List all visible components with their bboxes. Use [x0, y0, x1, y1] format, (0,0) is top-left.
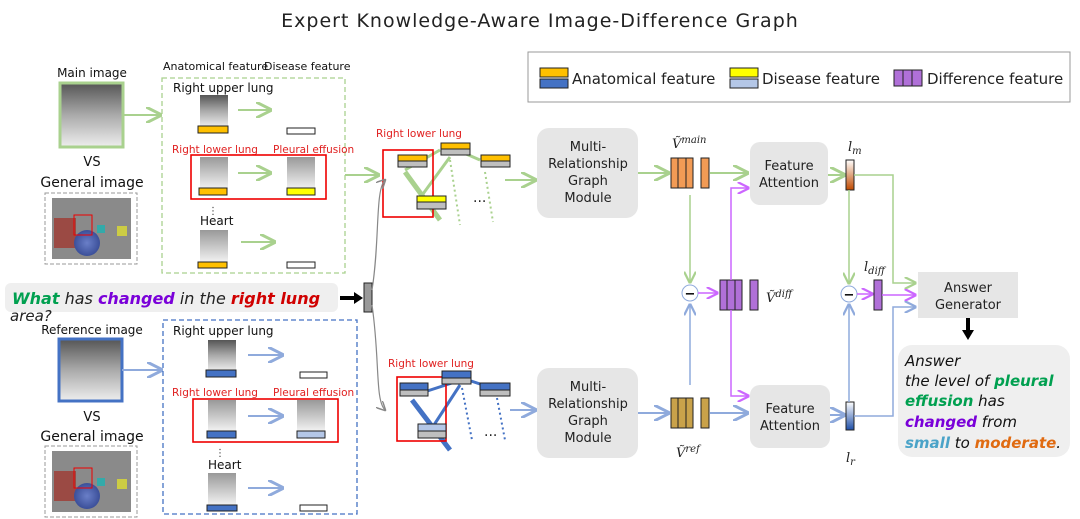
region-right-lower-lung: Right lower lung [172, 144, 258, 156]
legend-swatch-difference [893, 69, 923, 87]
multi-relationship-graph-module-ref: Multi- Relationship Graph Module [537, 368, 638, 458]
svg-text:Graph: Graph [568, 414, 608, 429]
svg-text:VS: VS [83, 410, 100, 425]
svg-text:changed from: changed from [905, 413, 1017, 431]
svg-text:Multi-: Multi- [570, 140, 607, 155]
anatomical-feature-bar [197, 125, 229, 134]
svg-text:⋮: ⋮ [208, 206, 218, 217]
l-r-vector [845, 401, 855, 431]
svg-text:...: ... [484, 424, 497, 440]
svg-text:Multi-: Multi- [570, 380, 607, 395]
svg-text:the level of pleural: the level of pleural [905, 372, 1054, 390]
l-m-vector [845, 159, 855, 191]
disease-pleural-effusion: Pleural effusion [273, 144, 354, 156]
question: What has changed in the right lung area? [5, 283, 338, 325]
svg-text:−: − [685, 287, 696, 302]
diagram-title: Expert Knowledge-Aware Image-Difference … [281, 10, 799, 32]
legend-label-disease: Disease feature [762, 70, 880, 88]
svg-text:small to moderate.: small to moderate. [905, 434, 1061, 452]
svg-text:Feature: Feature [764, 159, 813, 174]
v-main-feature: Ṽmain [670, 135, 710, 189]
main-image-label: Main image [57, 66, 127, 80]
svg-text:effusion has: effusion has [905, 392, 1005, 410]
answer-generator: Answer Generator [918, 272, 1018, 318]
svg-text:What has changed in the right: What has changed in the right lung [12, 289, 320, 308]
v-ref-feature: Ṽref [670, 397, 710, 461]
svg-text:Right upper lung: Right upper lung [173, 324, 274, 338]
legend: Anatomical feature Disease feature Diffe… [527, 51, 1071, 103]
svg-text:General image: General image [40, 429, 143, 445]
legend-label-difference: Difference feature [927, 70, 1063, 88]
l-diff-vector [873, 279, 883, 311]
svg-text:Answer: Answer [904, 352, 961, 370]
general-image [44, 192, 138, 265]
svg-text:Relationship: Relationship [548, 157, 628, 172]
svg-text:lm: lm [848, 140, 862, 157]
multi-relationship-graph-module-main: Multi- Relationship Graph Module [537, 128, 638, 218]
svg-text:Module: Module [564, 431, 611, 446]
svg-text:Attention: Attention [759, 176, 819, 191]
main-region-box [161, 77, 346, 274]
general-image-label: General image [40, 175, 143, 191]
svg-text:Graph: Graph [568, 174, 608, 189]
main-graph: Right lower lung ... [376, 128, 511, 226]
reference-image-label: Reference image [41, 323, 143, 337]
svg-text:⋮: ⋮ [215, 448, 225, 459]
svg-text:Attention: Attention [760, 419, 820, 434]
svg-text:Answer: Answer [944, 281, 993, 296]
vs-label: VS [83, 155, 100, 170]
empty-disease-bar [286, 127, 316, 135]
svg-text:Right lower lung: Right lower lung [172, 387, 258, 399]
reference-branch: Reference image VS General image Right u… [40, 319, 856, 518]
svg-text:Ṽref: Ṽref [676, 444, 702, 461]
svg-text:Module: Module [564, 191, 611, 206]
ref-graph: ... Right lower lung [388, 358, 511, 452]
header-anatomical: Anatomical feature [163, 60, 268, 73]
graph-ellipsis: ... [473, 190, 486, 206]
svg-text:Generator: Generator [935, 298, 1002, 313]
reference-xray-image [57, 337, 124, 403]
legend-swatch-disease [729, 67, 759, 78]
main-branch: Main image VS General image Anatomical f… [40, 60, 862, 274]
graph-label: Right lower lung [376, 128, 462, 140]
feature-attention-ref: Feature Attention [750, 385, 830, 448]
svg-text:lr: lr [846, 451, 856, 468]
header-disease: Disease feature [264, 60, 351, 73]
svg-text:−: − [844, 288, 855, 303]
svg-text:Ṽmain: Ṽmain [672, 135, 706, 152]
disease-feature-bar [286, 187, 316, 196]
main-xray-image [58, 81, 125, 149]
ref-graph-label: Right lower lung [388, 358, 474, 370]
region-heart: Heart [200, 214, 234, 228]
svg-text:Pleural effusion: Pleural effusion [273, 387, 354, 399]
svg-text:ldiff: ldiff [864, 260, 887, 277]
general-image-ref [44, 445, 138, 518]
highlight-box [190, 154, 327, 200]
legend-swatch-anatomical [539, 67, 569, 78]
svg-text:Feature: Feature [765, 402, 814, 417]
difference-section: − Ṽdiff − ldiff [681, 188, 887, 402]
svg-text:Relationship: Relationship [548, 397, 628, 412]
answer-bubble: Answer the level of pleural effusion has… [898, 345, 1070, 457]
legend-label-anatomical: Anatomical feature [572, 70, 715, 88]
feature-attention-main: Feature Attention [750, 142, 828, 205]
question-embedding [363, 282, 373, 313]
svg-text:area?: area? [10, 307, 52, 325]
svg-text:Heart: Heart [208, 458, 242, 472]
region-right-upper-lung: Right upper lung [173, 81, 274, 95]
svg-text:Ṽdiff: Ṽdiff [766, 289, 794, 306]
